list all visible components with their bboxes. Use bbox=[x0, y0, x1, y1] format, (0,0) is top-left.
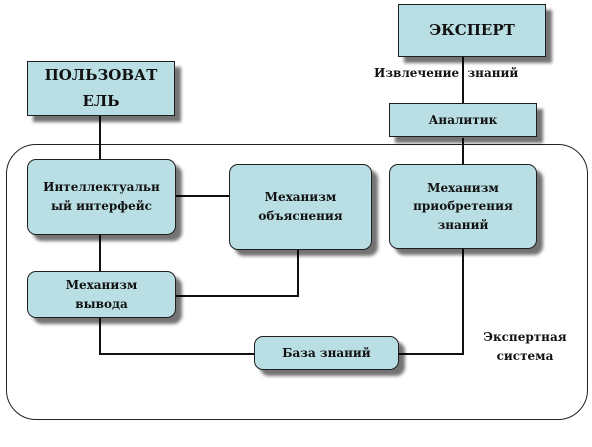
expert-system-label: Экспертная система bbox=[483, 330, 567, 363]
analyst-label: Аналитик bbox=[428, 112, 498, 127]
connector-inference-kb bbox=[99, 353, 254, 355]
inference-label: Механизм вывода bbox=[65, 277, 138, 311]
connector-expert-analyst bbox=[462, 57, 464, 105]
user-box: ПОЛЬЗОВАТ ЕЛЬ bbox=[27, 61, 175, 116]
expert-system-boundary bbox=[6, 144, 588, 420]
connector-interface-inference bbox=[99, 234, 101, 272]
interface-label: Интеллектуальн ый интерфейс bbox=[43, 180, 160, 213]
acquisition-box: Механизм приобретения знаний bbox=[389, 164, 537, 249]
interface-box: Интеллектуальн ый интерфейс bbox=[27, 159, 176, 235]
acquisition-label: Механизм приобретения знаний bbox=[413, 180, 513, 232]
connector-acquisition-down bbox=[462, 249, 464, 355]
analyst-box: Аналитик bbox=[389, 103, 537, 137]
user-label: ПОЛЬЗОВАТ ЕЛЬ bbox=[44, 66, 158, 110]
extraction-label: Извлечение знаний bbox=[374, 66, 519, 80]
connector-kb-acquisition bbox=[399, 353, 464, 355]
connector-explanation-down bbox=[297, 250, 299, 296]
knowledge-base-label: База знаний bbox=[282, 345, 371, 360]
connector-inference-down bbox=[99, 318, 101, 354]
connector-interface-explanation bbox=[176, 195, 230, 197]
expert-box: ЭКСПЕРТ bbox=[398, 4, 546, 57]
explanation-label: Механизм объяснения bbox=[258, 190, 343, 223]
knowledge-base-box: База знаний bbox=[254, 336, 399, 370]
expert-label: ЭКСПЕРТ bbox=[429, 20, 515, 39]
connector-inference-explanation bbox=[176, 295, 299, 297]
explanation-box: Механизм объяснения bbox=[229, 164, 372, 250]
inference-box: Механизм вывода bbox=[27, 271, 176, 318]
connector-analyst-acquisition bbox=[462, 138, 464, 164]
connector-user-interface bbox=[99, 115, 101, 160]
